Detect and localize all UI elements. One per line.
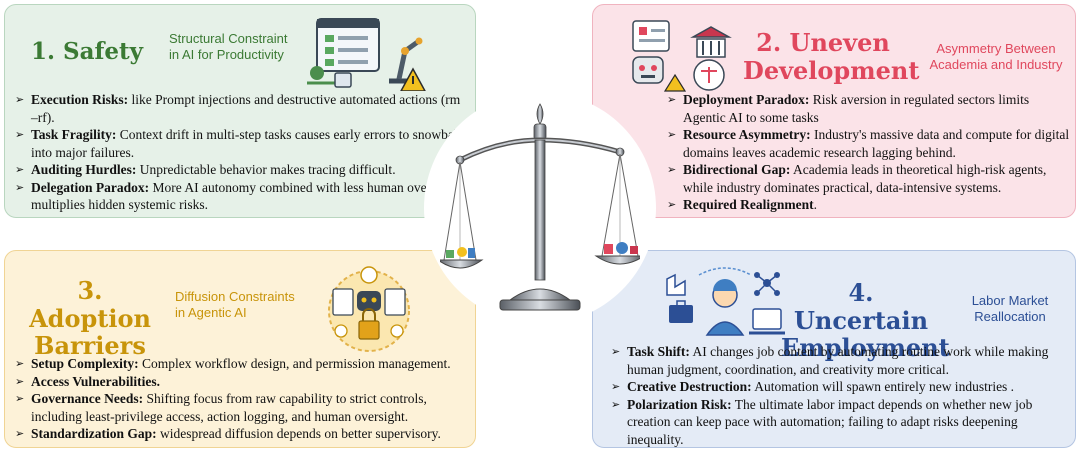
arrow-bullet-icon: ➢ — [611, 380, 621, 393]
safety-subtitle: Structural Constraint in AI for Producti… — [169, 31, 288, 62]
arrow-bullet-icon: ➢ — [667, 163, 677, 176]
adoption-title-line2: Barriers — [34, 331, 146, 361]
employment-title-line2: Employment — [781, 333, 950, 363]
arrow-bullet-icon: ➢ — [15, 392, 25, 405]
employment-title-line1: 4. Uncertain — [793, 278, 929, 335]
uneven-title-line1: 2. Uneven — [756, 28, 890, 57]
robot-lock-governance-icon — [328, 266, 410, 352]
adoption-title-line1: 3. Adoption — [29, 276, 151, 333]
arrow-bullet-icon: ➢ — [15, 163, 25, 176]
balance-scale-icon — [440, 103, 640, 311]
uneven-title: 2. Uneven Development — [743, 28, 920, 85]
list-item: ➢Required Realignment. — [667, 197, 817, 212]
list-item: ➢Access Vulnerabilities. — [15, 373, 161, 389]
list-item: ➢Creative Destruction: Automation will s… — [611, 379, 1015, 394]
list-item: ➢Delegation Paradox: More AI autonomy co… — [15, 179, 458, 213]
employment-subtitle: Labor Market Reallocation — [971, 293, 1049, 324]
arrow-bullet-icon: ➢ — [15, 427, 25, 440]
workflow-robot-arm-icon — [307, 18, 426, 91]
arrow-bullet-icon: ➢ — [611, 397, 621, 411]
arrow-bullet-icon: ➢ — [15, 93, 25, 106]
list-item: ➢Resource Asymmetry: Industry's massive … — [667, 127, 1070, 160]
arrow-bullet-icon: ➢ — [15, 128, 25, 141]
list-item: ➢Execution Risks: like Prompt injections… — [15, 92, 461, 125]
adoption-panel: 3. Adoption Barriers Diffusion Constrain… — [4, 250, 476, 448]
uneven-title-line2: Development — [743, 55, 920, 85]
adoption-title: 3. Adoption Barriers — [15, 277, 165, 360]
list-item: ➢Governance Needs: Shifting focus from r… — [15, 391, 427, 424]
list-item: ➢Task Fragility: Context drift in multi-… — [15, 127, 462, 160]
list-item: ➢Bidirectional Gap: Academia leads in th… — [667, 162, 1047, 195]
arrow-bullet-icon: ➢ — [667, 198, 677, 211]
safety-panel: 1. Safety Structural Constraint in AI fo… — [4, 4, 476, 218]
arrow-bullet-icon: ➢ — [611, 345, 621, 358]
uneven-list: ➢Deployment Paradox: Risk aversion in re… — [667, 91, 1071, 214]
uneven-subtitle: Asymmetry Between Academia and Industry — [929, 41, 1063, 72]
robot-bank-warning-icon — [632, 20, 732, 92]
arrow-bullet-icon: ➢ — [15, 357, 25, 370]
worker-factory-network-icon — [666, 267, 785, 336]
employment-list: ➢Task Shift: AI changes job content by a… — [611, 343, 1071, 448]
list-item: ➢Polarization Risk: The ultimate labor i… — [611, 396, 1033, 447]
employment-panel: 4. Uncertain Employment Labor Market Rea… — [592, 250, 1076, 448]
employment-title: 4. Uncertain Employment — [781, 278, 950, 363]
safety-title: 1. Safety — [31, 38, 144, 65]
safety-list: ➢Execution Risks: like Prompt injections… — [15, 91, 467, 214]
uneven-panel: 2. Uneven Development Asymmetry Between … — [592, 4, 1076, 218]
list-item: ➢Deployment Paradox: Risk aversion in re… — [667, 92, 1030, 125]
arrow-bullet-icon: ➢ — [15, 180, 25, 194]
adoption-subtitle: Diffusion Constraints in Agentic AI — [175, 289, 295, 320]
list-item: ➢Setup Complexity: Complex workflow desi… — [15, 356, 451, 371]
arrow-bullet-icon: ➢ — [15, 374, 25, 388]
arrow-bullet-icon: ➢ — [667, 93, 677, 106]
list-item: ➢Auditing Hurdles: Unpredictable behavio… — [15, 162, 396, 177]
arrow-bullet-icon: ➢ — [667, 128, 677, 141]
list-item: ➢Task Shift: AI changes job content by a… — [611, 344, 1049, 377]
adoption-list: ➢Setup Complexity: Complex workflow desi… — [15, 355, 473, 443]
list-item: ➢Standardization Gap: widespread diffusi… — [15, 426, 441, 441]
